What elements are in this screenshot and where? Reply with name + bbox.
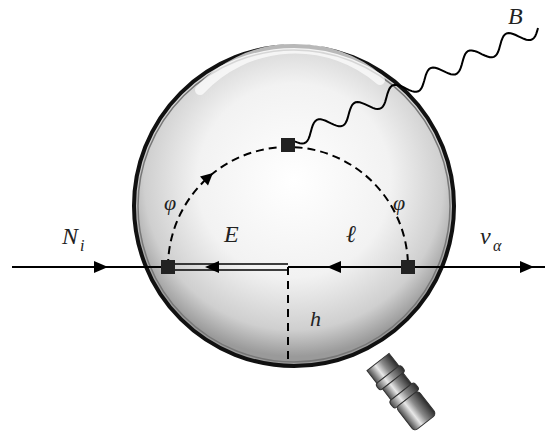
particle-label: h: [310, 308, 321, 330]
fermion-line: [288, 266, 545, 268]
fermion-line: [12, 266, 168, 268]
particle-label: E: [224, 222, 239, 246]
vertex: [161, 260, 175, 274]
subscript: α: [493, 238, 501, 254]
particle-label: N: [62, 224, 78, 248]
arrowhead: [327, 261, 341, 273]
vertex: [281, 138, 295, 152]
heavy-fermion-line: [168, 269, 288, 271]
higgs-line: [287, 267, 289, 365]
gauge-boson-wave: [292, 28, 538, 144]
lens-glare: [200, 49, 380, 90]
magnifier-handle: [365, 352, 438, 431]
field-label: φ: [164, 192, 176, 214]
scalar-loop: [168, 147, 408, 267]
arrowhead: [94, 261, 108, 273]
arrowhead: [205, 261, 219, 273]
subscript: i: [80, 238, 84, 254]
arrowhead: [200, 169, 217, 186]
lens-rim: [138, 50, 450, 362]
field-label: φ: [393, 192, 405, 214]
vertex: [401, 260, 415, 274]
particle-label: ℓ: [346, 222, 356, 246]
arrowhead: [520, 261, 534, 273]
magnifier-lens: [134, 46, 454, 366]
particle-label: ν: [480, 224, 491, 248]
heavy-fermion-line: [168, 263, 288, 265]
boson-label: B: [508, 4, 523, 28]
